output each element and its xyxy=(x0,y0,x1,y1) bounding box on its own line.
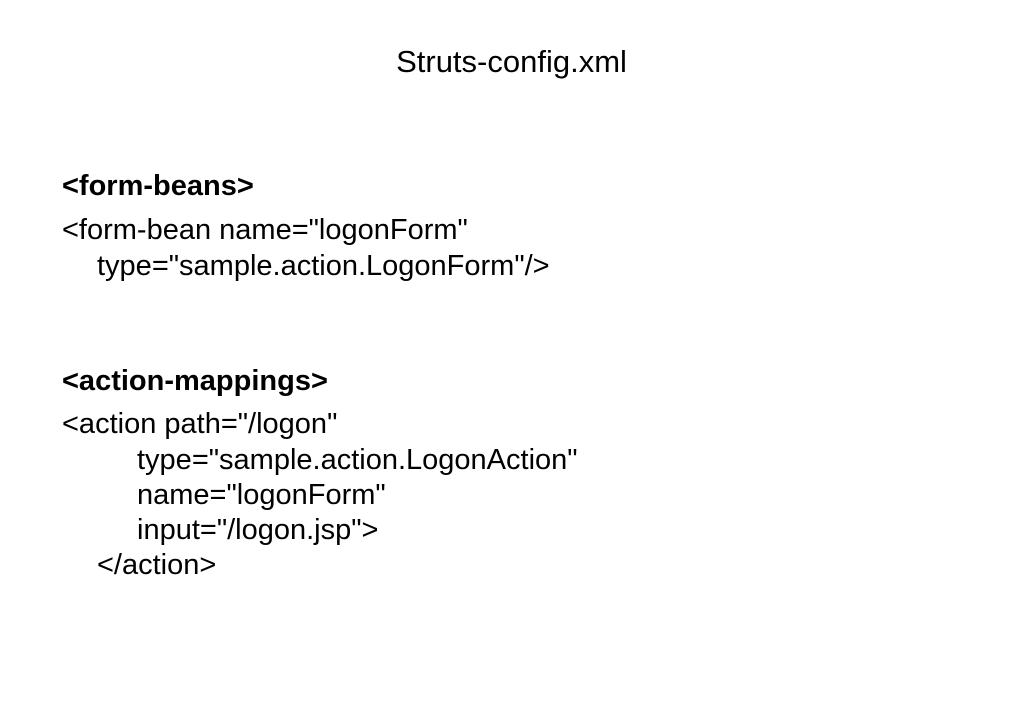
form-bean-line-1: <form-bean name="logonForm" xyxy=(62,214,468,246)
action-line-4: input="/logon.jsp"> xyxy=(137,514,379,546)
action-line-1: <action path="/logon" xyxy=(62,408,338,440)
form-bean-line-2: type="sample.action.LogonForm"/> xyxy=(97,250,550,282)
action-mappings-heading: <action-mappings> xyxy=(62,365,328,397)
action-line-2: type="sample.action.LogonAction" xyxy=(137,444,578,476)
action-line-3: name="logonForm" xyxy=(137,479,386,511)
form-beans-heading: <form-beans> xyxy=(62,170,254,202)
slide-title: Struts-config.xml xyxy=(396,44,627,79)
action-line-5: </action> xyxy=(97,549,217,581)
